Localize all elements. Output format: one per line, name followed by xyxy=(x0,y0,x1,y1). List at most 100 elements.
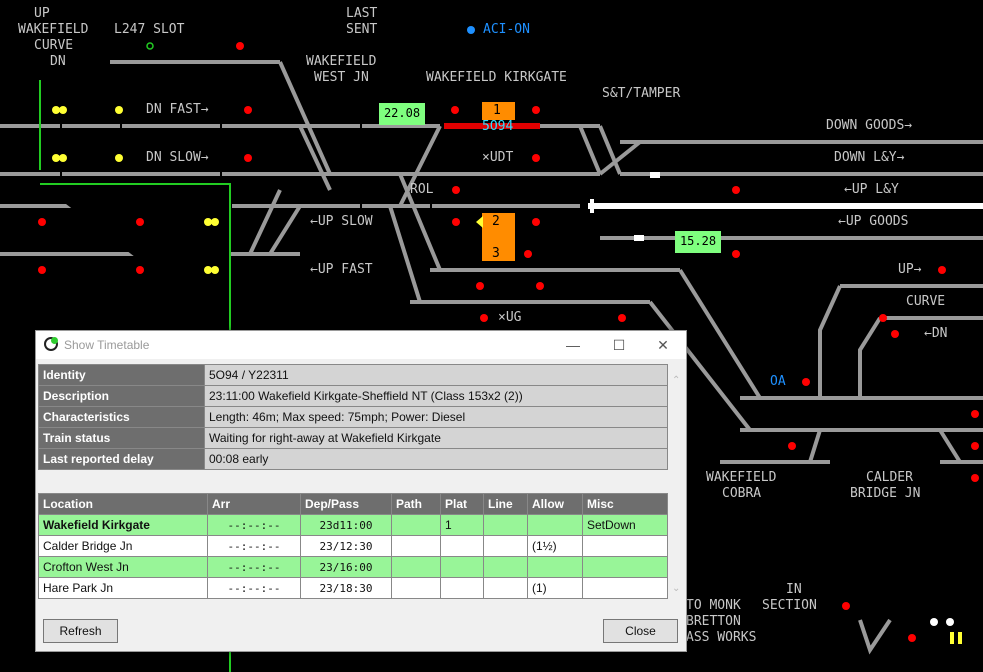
label-dn: DN xyxy=(50,54,66,69)
close-icon[interactable]: ✕ xyxy=(657,337,669,353)
dialog-titlebar[interactable]: Show Timetable — ☐ ✕ xyxy=(36,331,686,359)
cell-path xyxy=(391,556,441,578)
cell-line xyxy=(483,556,528,578)
minimize-icon[interactable]: — xyxy=(566,337,580,353)
col-line[interactable]: Line xyxy=(483,493,528,515)
label-up-ly: ←UP L&Y xyxy=(844,182,899,197)
cell-arr: --:--:-- xyxy=(207,514,301,536)
cell-path xyxy=(391,514,441,536)
label-dn-fast: DN FAST→ xyxy=(146,102,209,117)
label-xudt: ×UDT xyxy=(482,150,514,165)
track-layout xyxy=(0,60,983,655)
cell-path xyxy=(391,535,441,557)
label-dn-left: ←DN xyxy=(924,326,948,341)
yellow-signals xyxy=(52,106,962,644)
info-key: Description xyxy=(38,385,205,407)
label-aci-on[interactable]: ACI-ON xyxy=(483,22,530,37)
cell-misc xyxy=(582,535,668,557)
info-key: Identity xyxy=(38,364,205,386)
track-circuit-lines xyxy=(39,80,231,672)
info-key: Train status xyxy=(38,427,205,449)
platform2-3-box xyxy=(482,213,515,261)
red-signals xyxy=(38,42,979,642)
col-path[interactable]: Path xyxy=(391,493,441,515)
info-value: 23:11:00 Wakefield Kirkgate-Sheffield NT… xyxy=(204,385,668,407)
label-last: LAST xyxy=(346,6,378,21)
col-location[interactable]: Location xyxy=(38,493,208,515)
cell-location: Hare Park Jn xyxy=(38,577,208,599)
refresh-button[interactable]: Refresh xyxy=(43,619,118,643)
cell-line xyxy=(483,577,528,599)
cell-plat xyxy=(440,577,484,599)
cell-dep: 23/12:30 xyxy=(300,535,392,557)
platform-1-number: 1 xyxy=(493,103,501,118)
cell-allow xyxy=(527,556,583,578)
route-set-platform1 xyxy=(444,123,540,129)
cell-line xyxy=(483,535,528,557)
label-in: IN xyxy=(786,582,802,597)
label-up-goods: ←UP GOODS xyxy=(838,214,909,229)
berth-time-1[interactable]: 22.08 xyxy=(379,103,425,125)
label-up-fast: ←UP FAST xyxy=(310,262,373,277)
cell-location: Crofton West Jn xyxy=(38,556,208,578)
label-oa: OA xyxy=(770,374,786,389)
label-dn-slow: DN SLOW→ xyxy=(146,150,209,165)
cell-dep: 23/16:00 xyxy=(300,556,392,578)
label-xug: ×UG xyxy=(498,310,522,325)
berth-time-2[interactable]: 15.28 xyxy=(675,231,721,253)
cell-line xyxy=(483,514,528,536)
label-rol: ROL xyxy=(410,182,434,197)
app-icon xyxy=(44,337,58,351)
table-row[interactable]: Wakefield Kirkgate --:--:-- 23d11:00 1 S… xyxy=(38,514,668,536)
cell-plat: 1 xyxy=(440,514,484,536)
label-wakefield-west-2: WEST JN xyxy=(314,70,369,85)
label-to-monk: TO MONK xyxy=(686,598,741,613)
label-bretton: BRETTON xyxy=(686,614,741,629)
col-dep[interactable]: Dep/Pass xyxy=(300,493,392,515)
label-wakefield-cobra-2: COBRA xyxy=(722,486,762,501)
col-allow[interactable]: Allow xyxy=(527,493,583,515)
cell-path xyxy=(391,577,441,599)
cell-dep: 23d11:00 xyxy=(300,514,392,536)
close-button[interactable]: Close xyxy=(603,619,678,643)
cell-allow: (1) xyxy=(527,577,583,599)
train-headcode[interactable]: 5O94 xyxy=(482,119,514,134)
label-down-ly: DOWN L&Y→ xyxy=(834,150,905,165)
col-arr[interactable]: Arr xyxy=(207,493,301,515)
cell-allow xyxy=(527,514,583,536)
cell-dep: 23/18:30 xyxy=(300,577,392,599)
vertical-scrollbar[interactable]: ⌃ ⌄ xyxy=(670,371,684,601)
label-wakefield-west-1: WAKEFIELD xyxy=(306,54,377,69)
info-value: 00:08 early xyxy=(204,448,668,470)
scroll-down-icon[interactable]: ⌄ xyxy=(672,583,681,594)
platform1-box xyxy=(482,102,515,120)
label-wakefield-curve-2: CURVE xyxy=(34,38,74,53)
info-key: Characteristics xyxy=(38,406,205,428)
label-sent: SENT xyxy=(346,22,378,37)
col-plat[interactable]: Plat xyxy=(440,493,484,515)
scroll-up-icon[interactable]: ⌃ xyxy=(672,375,681,386)
label-wakefield-cobra-1: WAKEFIELD xyxy=(706,470,777,485)
cell-location: Calder Bridge Jn xyxy=(38,535,208,557)
cell-plat xyxy=(440,535,484,557)
col-misc[interactable]: Misc xyxy=(582,493,668,515)
label-curve: CURVE xyxy=(906,294,946,309)
label-up: UP xyxy=(34,6,50,21)
table-row[interactable]: Calder Bridge Jn --:--:-- 23/12:30 (1½) xyxy=(38,535,668,557)
maximize-icon[interactable]: ☐ xyxy=(612,337,626,353)
aci-indicator xyxy=(467,26,475,34)
platform-2-number: 2 xyxy=(492,214,500,229)
timetable-table: Location Arr Dep/Pass Path Plat Line All… xyxy=(38,493,668,599)
label-section: SECTION xyxy=(762,598,817,613)
label-calder-2: BRIDGE JN xyxy=(850,486,921,501)
table-row[interactable]: Hare Park Jn --:--:-- 23/18:30 (1) xyxy=(38,577,668,599)
table-row[interactable]: Crofton West Jn --:--:-- 23/16:00 xyxy=(38,556,668,578)
